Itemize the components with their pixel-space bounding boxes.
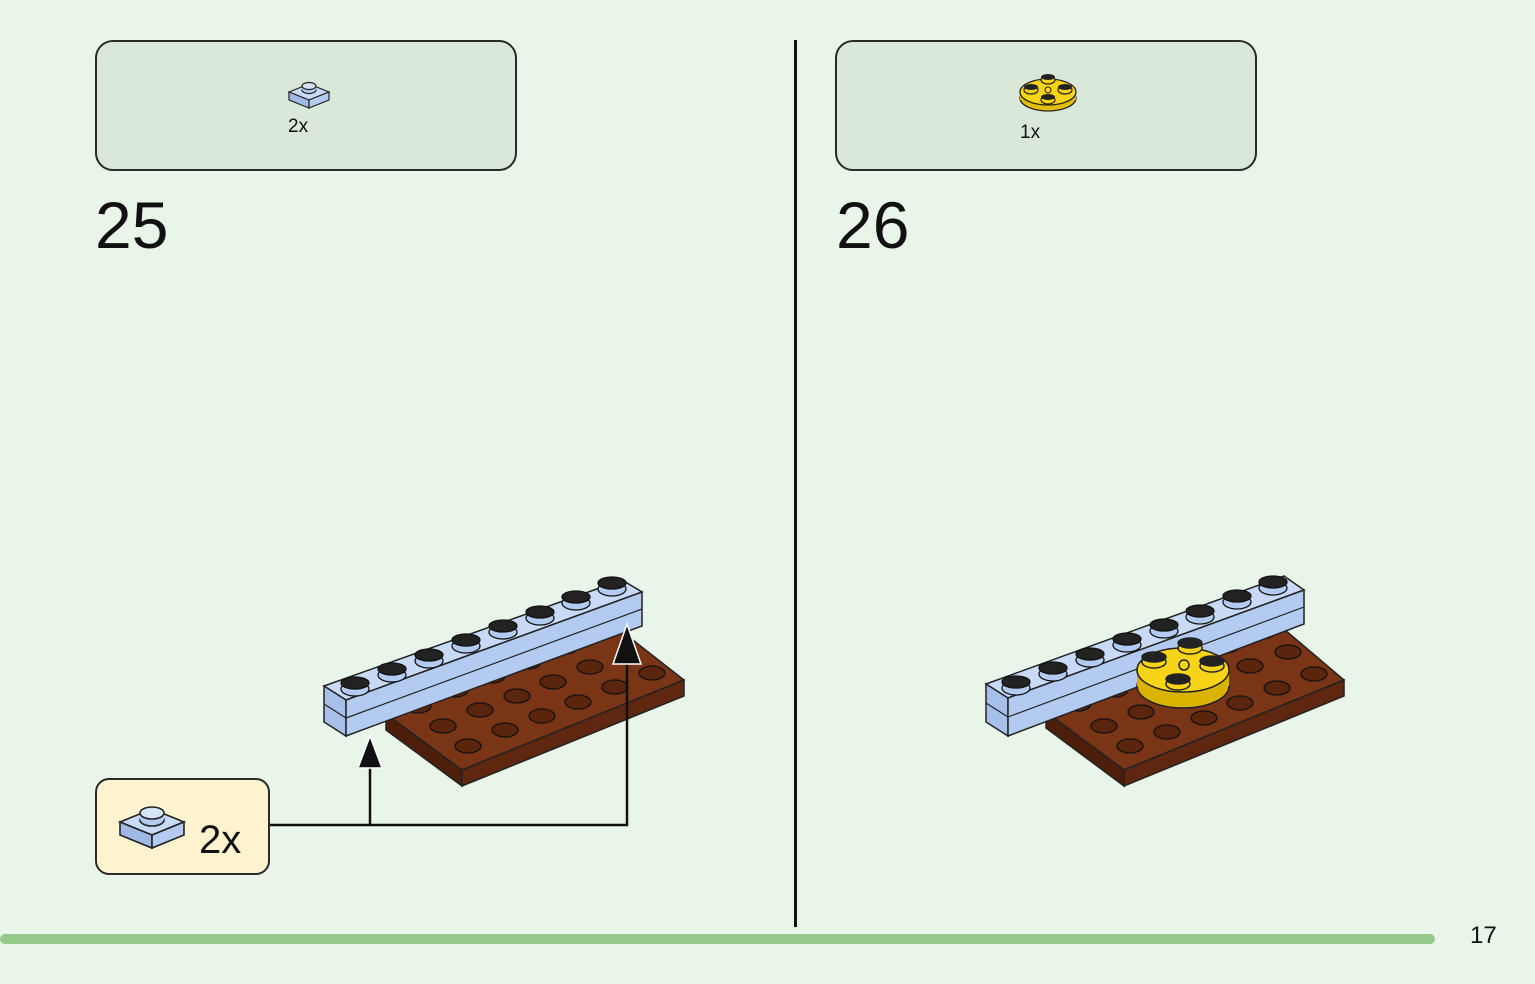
submodel-callout: 2x [95,778,270,875]
blue-plate-studs [340,576,627,697]
parts-quantity: 2x [288,116,309,137]
page-divider [794,40,797,927]
parts-callout-step-26: 1x [835,40,1257,171]
submodel-quantity: 2x [199,818,242,862]
parts-quantity: 1x [1020,122,1041,143]
arrow-head-left [356,733,384,769]
parts-callout-step-25: 2x [95,40,517,171]
step-number-25: 25 [95,188,169,262]
step-number-26: 26 [836,188,910,262]
yellow-round-plate-icon [1019,74,1077,112]
progress-bar [0,934,1435,944]
arrow-head-right [611,621,643,665]
yellow-round-plate [1136,637,1230,709]
light-blue-1x1-plate-icon [287,81,331,109]
brown-plate-side [461,678,685,788]
blue-plate-studs [1001,575,1288,696]
brown-plate-side [1123,678,1345,788]
page-number: 17 [1470,922,1497,949]
assembly-arrows [270,660,629,827]
light-blue-1x1-plate-icon [117,806,187,850]
